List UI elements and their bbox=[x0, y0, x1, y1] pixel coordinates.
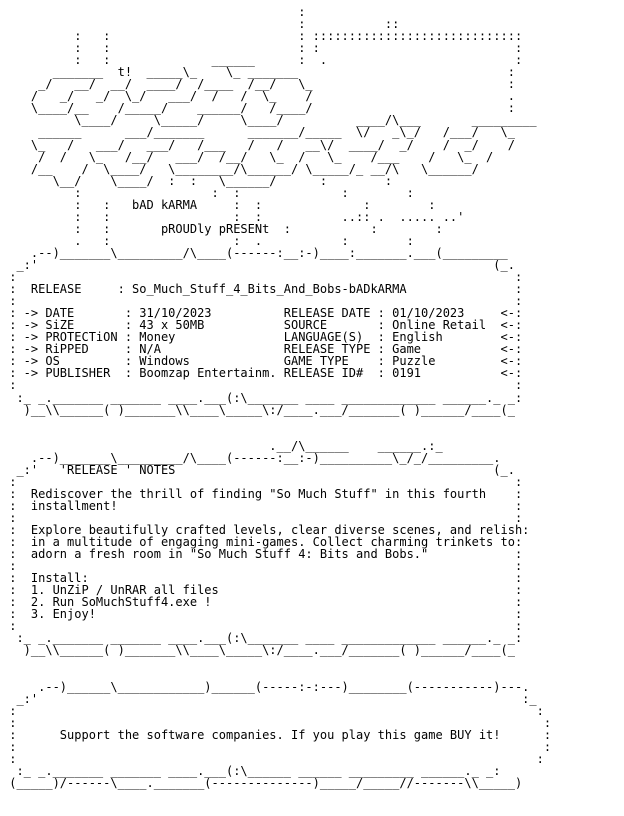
frame-art-line: .--)_______\_________/\____(------:__:-)… bbox=[2, 245, 508, 260]
frame-art-line: (_____)/------\____._______(------------… bbox=[2, 776, 523, 790]
frame-art-line: :_ _._______ _______ ____.___(:\______ _… bbox=[2, 763, 501, 778]
frame-art-line: : : bbox=[2, 270, 523, 285]
blank-line bbox=[2, 669, 624, 681]
notes-text-line: : 3. Enjoy! : bbox=[2, 607, 523, 622]
frame-art-line: :_ _._______ _______ ____.___(:\_______ … bbox=[2, 390, 523, 405]
logo-art-line: : : pROUDly pRESENt : : : bbox=[2, 221, 443, 236]
frame-art-line: : : bbox=[2, 378, 523, 393]
notes-text-line: : : bbox=[2, 559, 523, 574]
frame-art-line: _:' :_ bbox=[2, 691, 537, 706]
notes-text-line: : 1. UnZiP / UnRAR all files : bbox=[2, 583, 523, 598]
logo-art-line: : : : ::::::::::::::::::::::::::::: bbox=[2, 29, 523, 44]
logo-art-line: : bbox=[2, 5, 306, 19]
release-name-line: : RELEASE : So_Much_Stuff_4_Bits_And_Bob… bbox=[2, 282, 523, 297]
frame-art-line: : : bbox=[2, 294, 523, 309]
logo-art-line: \_ / ___/ ___/ /___ / / __\/ ____/ _/ / … bbox=[2, 137, 515, 152]
logo-art-line: / _/ _/ \_/ ___/ / / \_ / . bbox=[2, 89, 515, 104]
notes-text-line: : in a multitude of engaging mini-games.… bbox=[2, 535, 523, 550]
notes-text-line: : : bbox=[2, 510, 523, 525]
logo-art-line: : : bAD kARMA : : : : bbox=[2, 197, 436, 212]
release-info-row: : -> RiPPED : N/A RELEASE TYPE : Game <-… bbox=[2, 342, 523, 357]
blank-line bbox=[2, 416, 624, 428]
notes-text-line: : Explore beautifully crafted levels, cl… bbox=[2, 523, 530, 538]
release-info-row: : -> PROTECTiON : Money LANGUAGE(S) : En… bbox=[2, 330, 523, 345]
release-info-row: : -> OS : Windows GAME TYPE : Puzzle <-: bbox=[2, 354, 523, 369]
logo-art-line: . : : . : : bbox=[2, 233, 414, 248]
frame-art-line: .--)_______\_________/\____(------:__:-)… bbox=[2, 450, 501, 465]
support-message-line: : Support the software companies. If you… bbox=[2, 727, 552, 742]
frame-art-line: _:' 'RELEASE ' NOTES (_. bbox=[2, 462, 515, 477]
notes-text-line: : adorn a fresh room in "So Much Stuff 4… bbox=[2, 547, 523, 562]
logo-art-line: \____/__ /_____/ ______/ /____/ : bbox=[2, 101, 515, 116]
logo-art-line: \__/ \____/ : : \______/ : : bbox=[2, 173, 393, 188]
logo-art-line: : : : : ..:: . ..... ..' bbox=[2, 209, 465, 224]
frame-art-line: _:' (_. bbox=[2, 257, 515, 272]
frame-art-line: : : bbox=[2, 703, 544, 718]
logo-art-line: ______ ___/_______ _______/_____ \/ _\_/… bbox=[2, 125, 515, 140]
frame-art-line: : : bbox=[2, 739, 552, 754]
frame-art-line: :_ _._______ _______ ____.___(:\_______ … bbox=[2, 631, 523, 646]
frame-art-line: )__\\______( )_______\\____\_____\:/____… bbox=[2, 402, 515, 417]
notes-text-line: : Install: : bbox=[2, 571, 523, 586]
logo-art-line: _______ t! _____\_ \_ _______ : bbox=[2, 65, 515, 80]
frame-art-line: .__/\______ ______.:_ bbox=[2, 438, 443, 453]
blank-line bbox=[2, 657, 624, 669]
release-info-row: : -> SiZE : 43 x 50MB SOURCE : Online Re… bbox=[2, 318, 523, 333]
frame-art-line: : : bbox=[2, 619, 523, 634]
frame-art-line: : : bbox=[2, 715, 552, 730]
frame-art-line: )__\\______( )_______\\____\_____\:/____… bbox=[2, 643, 515, 658]
nfo-document: : : :: : : : :::::::::::::::::::::::::::… bbox=[2, 5, 624, 790]
logo-art-line: : : ______ : . : bbox=[2, 53, 523, 68]
notes-text-line: : 2. Run SoMuchStuff4.exe ! : bbox=[2, 595, 523, 610]
release-info-row: : -> PUBLISHER : Boomzap Entertainm. REL… bbox=[2, 366, 523, 381]
notes-text-line: : installment! : bbox=[2, 498, 523, 513]
logo-art-line: : : : : : bbox=[2, 41, 523, 56]
frame-art-line: : : bbox=[2, 474, 523, 489]
logo-art-line: _/ __/ __/ ____/ /____ /__/ \_ : bbox=[2, 77, 515, 92]
logo-art-line: \____/ \_____/ \____/ ____/\___ ________… bbox=[2, 113, 537, 128]
release-info-row: : -> DATE : 31/10/2023 RELEASE DATE : 01… bbox=[2, 306, 523, 321]
logo-art-line: : :: bbox=[2, 17, 400, 32]
logo-art-line: / / \_ /__/ ___/ /__/ \_ / \_ /___ / \_ … bbox=[2, 149, 494, 164]
frame-art-line: : : bbox=[2, 751, 544, 766]
logo-art-line: : : : : : bbox=[2, 185, 414, 200]
blank-line bbox=[2, 428, 624, 440]
logo-art-line: /__ / \____/ \________/\______/ \_____/_… bbox=[2, 161, 479, 176]
frame-art-line: .--)______\____________)______(-----:-:-… bbox=[2, 679, 530, 694]
notes-text-line: : Rediscover the thrill of finding "So M… bbox=[2, 486, 523, 501]
